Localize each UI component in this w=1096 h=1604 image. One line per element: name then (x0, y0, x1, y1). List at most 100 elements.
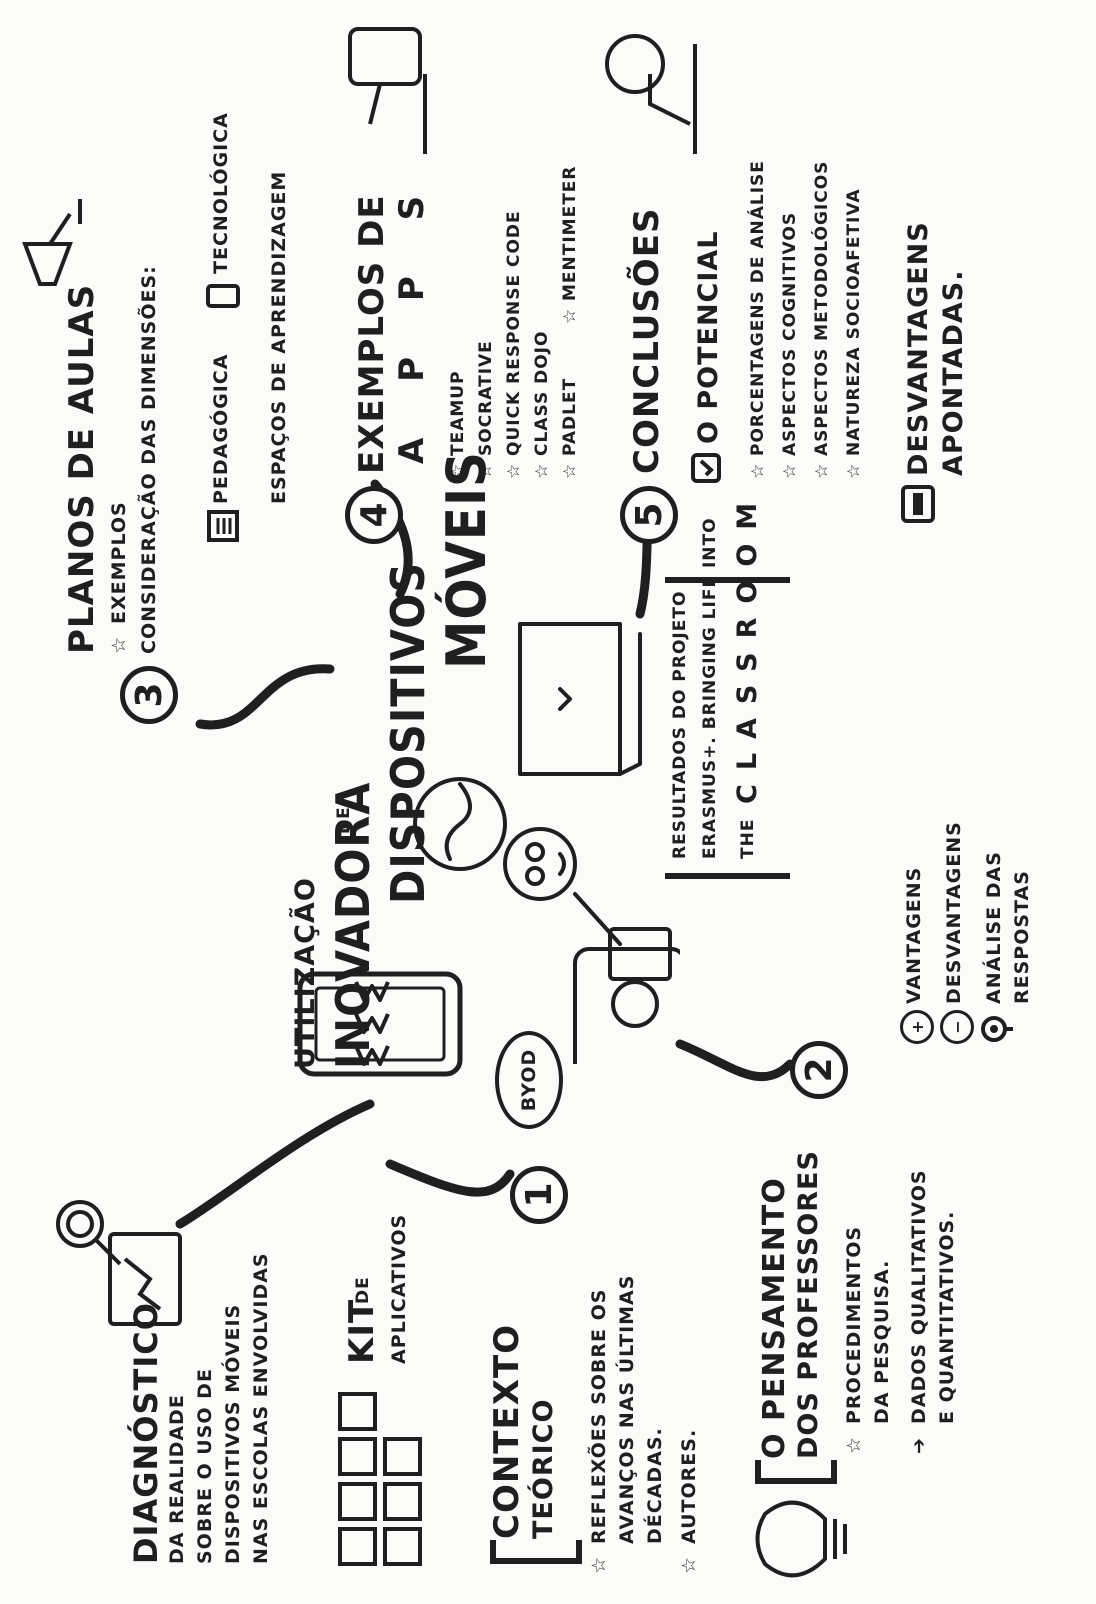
section-5-sub-3: ASPECTOS METODOLÓGICOS (814, 161, 831, 456)
location-pin-icon (980, 1014, 1014, 1044)
connector-3-pensamento (680, 1044, 790, 1077)
section-3-star: ☆ (110, 636, 129, 654)
section-2-item2-line2: E QUANTITATIVOS. (938, 1211, 957, 1424)
section-1-bracket (490, 1540, 582, 1564)
lightbulb-icon (745, 1484, 865, 1594)
globe-icon (415, 779, 505, 869)
banner-classroom: CLASSROOM (734, 489, 761, 804)
kit-title: KIT (345, 1299, 379, 1364)
connector-1-diagnostico (180, 1104, 370, 1224)
section-2-number: 2 (790, 1041, 848, 1099)
tablet-www-icon (290, 964, 470, 1084)
megaphone-hand-icon (10, 194, 110, 304)
byod-label: BYOD (520, 1049, 539, 1111)
section-2-arrow: ➔ (910, 1437, 929, 1454)
smartphone-icon (205, 278, 241, 314)
phone-hand-icon (330, 14, 440, 184)
plus-circle-icon: + (900, 1010, 934, 1044)
kit-line2: APLICATIVOS (390, 1214, 409, 1364)
diagnostico-line1: DA REALIDADE (168, 1394, 187, 1564)
section-3-dim3: ESPAÇOS DE APRENDIZAGEM (270, 171, 289, 504)
banner-line3-prefix: THE (740, 819, 757, 859)
section-4-star-4: ☆ (534, 463, 551, 479)
section-2-bracket (755, 1460, 837, 1484)
section-5-title: CONCLUSÕES (630, 208, 664, 474)
diagnostico-line3: DISPOSITIVOS MÓVEIS (224, 1304, 243, 1564)
section-4-title2: A P P S (395, 174, 429, 464)
section-1-item1-line1: REFLEXÕES SOBRE OS (590, 1289, 609, 1544)
section-1-star1: ☆ (590, 1556, 609, 1574)
document-icon (205, 508, 241, 544)
diagnostico-icons (40, 1184, 190, 1344)
section-2-item2-line1: DADOS QUALITATIVOS (910, 1169, 929, 1424)
section-1-title1: CONTEXTO (490, 1324, 524, 1539)
section-4-star-6: ☆ (562, 308, 579, 324)
section-4-number: 4 (345, 486, 403, 544)
diagnostico-line4: NAS ESCOLAS ENVOLVIDAS (252, 1252, 271, 1564)
minus-circle-icon: − (940, 1010, 974, 1044)
connector-4-planos (200, 669, 330, 725)
section-4-star-5: ☆ (562, 463, 579, 479)
section-5-sub-2: ASPECTOS COGNITIVOS (782, 212, 799, 456)
student-character-icon (505, 829, 620, 944)
section-3-item1: EXEMPLOS (110, 501, 129, 624)
section-3-dim2: TECNOLÓGICA (212, 112, 231, 274)
section-2-star: ☆ (845, 1436, 864, 1454)
center-title-de: DE (336, 806, 353, 834)
section-4-app-4: CLASS DOJO (534, 331, 551, 456)
section-5-star-3: ☆ (814, 463, 831, 479)
section-1-number: 1 (510, 1166, 568, 1224)
section-1-item2: AUTORES. (680, 1429, 699, 1544)
section-5-star-1: ☆ (750, 463, 767, 479)
section-4-star-1: ☆ (450, 463, 467, 479)
laptop-icon (520, 624, 640, 774)
section-5-item2-line1: DESVANTAGENS (905, 221, 932, 476)
plus-glyph: + (908, 1020, 927, 1033)
tablet-www-icon (575, 949, 680, 1064)
app-tiles-icon (330, 1374, 430, 1574)
section-4-title1: EXEMPLOS DE (355, 194, 389, 474)
section-5-number: 5 (620, 486, 678, 544)
section-1-title2: TEÓRICO (530, 1399, 557, 1539)
section-5-star-2: ☆ (782, 463, 799, 479)
check-icon (690, 452, 722, 484)
section-1-item1-line2: AVANÇOS NAS ÚLTIMAS (618, 1275, 637, 1544)
connector-2-contexto (390, 1164, 510, 1192)
section-5-sub-4: NATUREZA SOCIOAFETIVA (846, 188, 863, 456)
thinking-person-icon (590, 14, 700, 184)
kit-suffix: DE (355, 1276, 372, 1304)
banner-line2: ERASMUS+. BRINGING LIFE INTO (702, 517, 719, 859)
diagnostico-line2: SOBRE O USO DE (196, 1368, 215, 1564)
section-2-title2: DOS PROFESSORES (795, 1150, 822, 1459)
section-2-title1: O PENSAMENTO (760, 1177, 790, 1459)
banner-line1: RESULTADOS DO PROJETO (672, 591, 689, 859)
section-4-app-3: QUICK RESPONSE CODE (506, 210, 523, 456)
section-4-app-6: MENTIMETER (562, 165, 579, 301)
section-2-item1-line1: PROCEDIMENTOS (845, 1226, 864, 1424)
section-3-title: PLANOS DE AULAS (65, 284, 99, 654)
section-4-star-3: ☆ (506, 463, 523, 479)
section-5-item2-line2: APONTADAS. (940, 270, 967, 476)
section-3-number: 3 (120, 666, 178, 724)
section-3-item2: CONSIDERAÇÃO DAS DIMENSÕES: (140, 265, 159, 654)
section-1-star2: ☆ (680, 1556, 699, 1574)
section-2-analise-line1: ANÁLISE DAS (985, 851, 1004, 1004)
minus-glyph: − (948, 1020, 967, 1033)
section-4-app-5: PADLET (562, 378, 579, 456)
section-4-star-2: ☆ (478, 463, 495, 479)
section-5-star-4: ☆ (846, 463, 863, 479)
section-1-item1-line3: DÉCADAS. (646, 1427, 665, 1544)
byod-bubble: BYOD (495, 1031, 563, 1129)
section-5-sub-1: PORCENTAGENS DE ANÁLISE (750, 160, 767, 456)
section-2-item1-line2: DA PESQUISA. (873, 1260, 892, 1424)
section-2-desvantagens: DESVANTAGENS (945, 821, 964, 1004)
minus-box-icon (900, 484, 936, 524)
section-2-vantagens: VANTAGENS (905, 867, 924, 1004)
section-5-item1: O POTENCIAL (695, 230, 722, 444)
section-4-app-2: SOCRATIVE (478, 340, 495, 456)
section-4-app-1: TEAMUP (450, 370, 467, 456)
diagnostico-title: DIAGNÓSTICO (130, 1302, 162, 1564)
section-3-dim1: PEDAGÓGICA (212, 354, 231, 504)
